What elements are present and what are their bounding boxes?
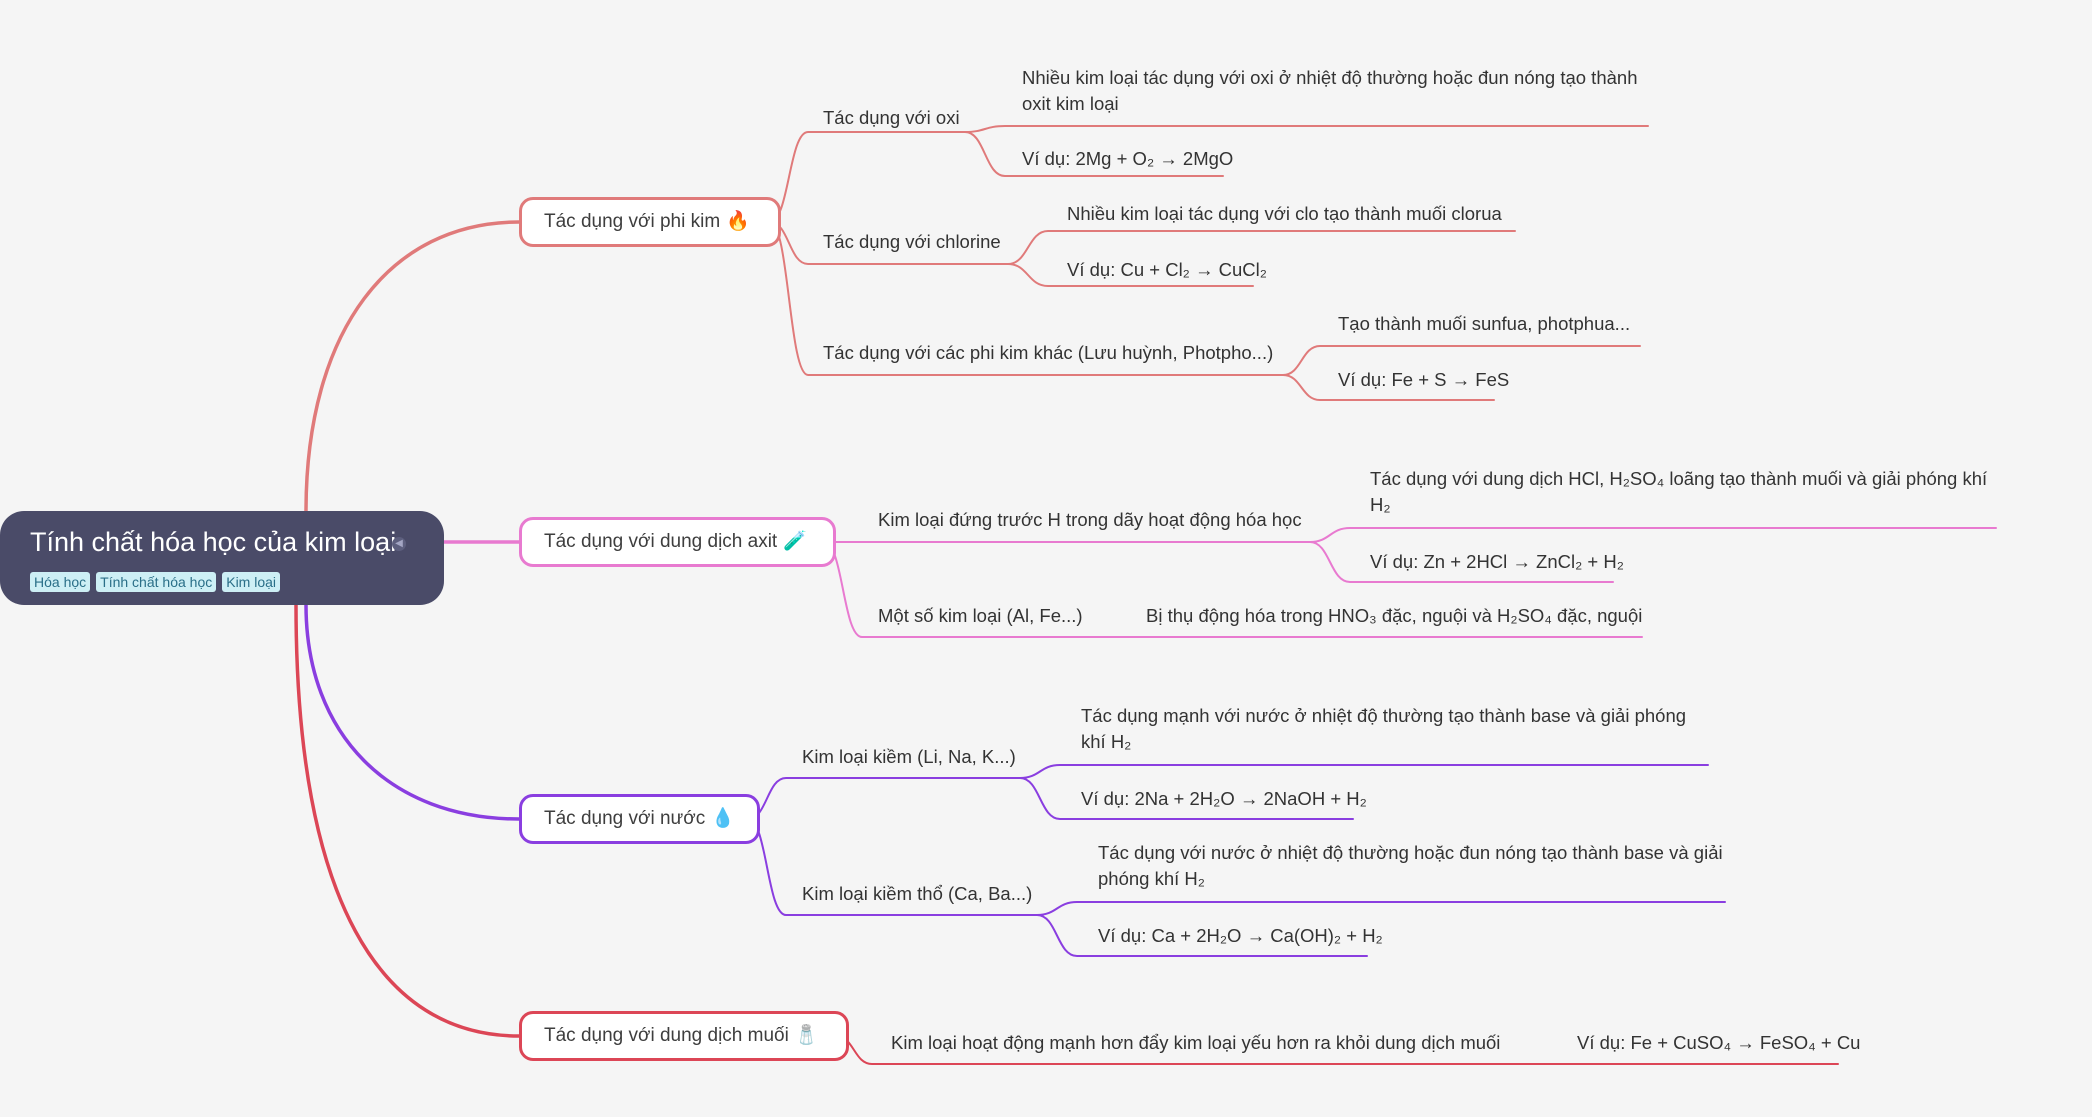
test-tube-icon: 🧪: [783, 531, 807, 552]
node-kim-loai-truoc-h[interactable]: Kim loại đứng trước H trong dãy hoạt độn…: [878, 509, 1302, 530]
connector-phi-kim-khac-example: [1282, 374, 1495, 401]
connector-kiem-example: [1019, 777, 1354, 820]
tag-hoa-hoc[interactable]: Hóa học: [30, 572, 91, 592]
topic-dung-dich-muoi[interactable]: Tác dụng với dung dịch muối🧂: [519, 1011, 849, 1061]
root-topic[interactable]: Tính chất hóa học của kim loại ◀ Hóa học…: [0, 511, 444, 605]
node-phi-kim-khac[interactable]: Tác dụng với các phi kim khác (Lưu huỳnh…: [823, 342, 1274, 363]
connector-truoc-h-desc: [1309, 527, 1997, 543]
node-oxi-desc[interactable]: Nhiều kim loại tác dụng với oxi ở nhiệt …: [1022, 67, 1638, 114]
node-muoi-desc[interactable]: Kim loại hoạt động mạnh hơn đẩy kim loại…: [891, 1032, 1501, 1053]
water-drop-icon: 💧: [711, 808, 735, 829]
connector-truoc-h-example: [1309, 541, 1614, 583]
topic-nuoc-label: Tác dụng với nước: [544, 808, 706, 829]
topic-phi-kim-label: Tác dụng với phi kim: [544, 211, 721, 232]
connector-kiem-tho-example: [1036, 914, 1368, 957]
connector-kiem-tho-desc: [1036, 901, 1726, 916]
node-truoc-h-desc[interactable]: Tác dụng với dung dịch HCl, H₂SO₄ loãng …: [1370, 468, 1988, 515]
topic-dung-dich-axit[interactable]: Tác dụng với dung dịch axit🧪: [519, 517, 836, 567]
connector-root-nuoc: [304, 603, 521, 821]
connector-root-phi-kim: [304, 220, 521, 513]
node-kim-loai-kiem[interactable]: Kim loại kiềm (Li, Na, K...): [802, 746, 1016, 767]
node-kim-loai-kiem-tho[interactable]: Kim loại kiềm thổ (Ca, Ba...): [802, 883, 1033, 904]
node-chlorine-example[interactable]: Ví dụ: Cu + Cl₂ → CuCl₂: [1067, 259, 1267, 280]
salt-icon: 🧂: [794, 1025, 819, 1046]
node-kiem-desc[interactable]: Tác dụng mạnh với nước ở nhiệt độ thường…: [1081, 705, 1687, 752]
connector-oxi-desc: [964, 125, 1649, 133]
node-muoi-example[interactable]: Ví dụ: Fe + CuSO₄ → FeSO₄ + Cu: [1577, 1032, 1861, 1053]
node-truoc-h-example[interactable]: Ví dụ: Zn + 2HCl → ZnCl₂ + H₂: [1370, 551, 1624, 572]
connector-phi-kim-khac-desc: [1282, 345, 1641, 376]
node-oxi-example[interactable]: Ví dụ: 2Mg + O₂ → 2MgO: [1022, 148, 1234, 169]
node-mot-so-kim-loai-desc[interactable]: Bị thụ động hóa trong HNO₃ đặc, nguội và…: [1146, 605, 1643, 626]
node-kiem-tho-example[interactable]: Ví dụ: Ca + 2H₂O → Ca(OH)₂ + H₂: [1098, 925, 1383, 946]
tag-tinh-chat-hoa-hoc[interactable]: Tính chất hóa học: [96, 572, 217, 592]
fire-icon: 🔥: [726, 211, 750, 232]
topic-nuoc[interactable]: Tác dụng với nước💧: [519, 794, 760, 844]
collapse-icon[interactable]: ◀: [392, 537, 406, 551]
tag-kim-loai[interactable]: Kim loại: [222, 572, 281, 592]
connector-oxi: [769, 131, 966, 223]
topic-dung-dich-muoi-label: Tác dụng với dung dịch muối: [544, 1025, 789, 1046]
node-kiem-tho-desc[interactable]: Tác dụng với nước ở nhiệt độ thường hoặc…: [1098, 842, 1723, 889]
node-tac-dung-chlorine[interactable]: Tác dụng với chlorine: [823, 231, 1001, 252]
node-chlorine-desc[interactable]: Nhiều kim loại tác dụng với clo tạo thàn…: [1067, 203, 1502, 224]
node-tac-dung-oxi[interactable]: Tác dụng với oxi: [823, 107, 960, 128]
node-kiem-example[interactable]: Ví dụ: 2Na + 2H₂O → 2NaOH + H₂: [1081, 788, 1367, 809]
connector-kiem-desc: [1019, 764, 1709, 779]
topic-dung-dich-axit-label: Tác dụng với dung dịch axit: [544, 531, 778, 552]
node-mot-so-kim-loai[interactable]: Một số kim loại (Al, Fe...): [878, 605, 1083, 626]
root-title: Tính chất hóa học của kim loại: [30, 527, 397, 557]
connector-chlorine-desc: [1007, 230, 1516, 265]
connector-kiem: [747, 777, 1021, 820]
connector-chlorine-example: [1007, 263, 1254, 287]
node-phi-kim-khac-desc[interactable]: Tạo thành muối sunfua, photphua...: [1338, 313, 1631, 334]
topic-phi-kim[interactable]: Tác dụng với phi kim🔥: [519, 197, 781, 247]
connector-oxi-example: [964, 131, 1224, 177]
node-phi-kim-khac-example[interactable]: Ví dụ: Fe + S → FeS: [1338, 369, 1510, 390]
connector-root-muoi: [294, 603, 521, 1038]
